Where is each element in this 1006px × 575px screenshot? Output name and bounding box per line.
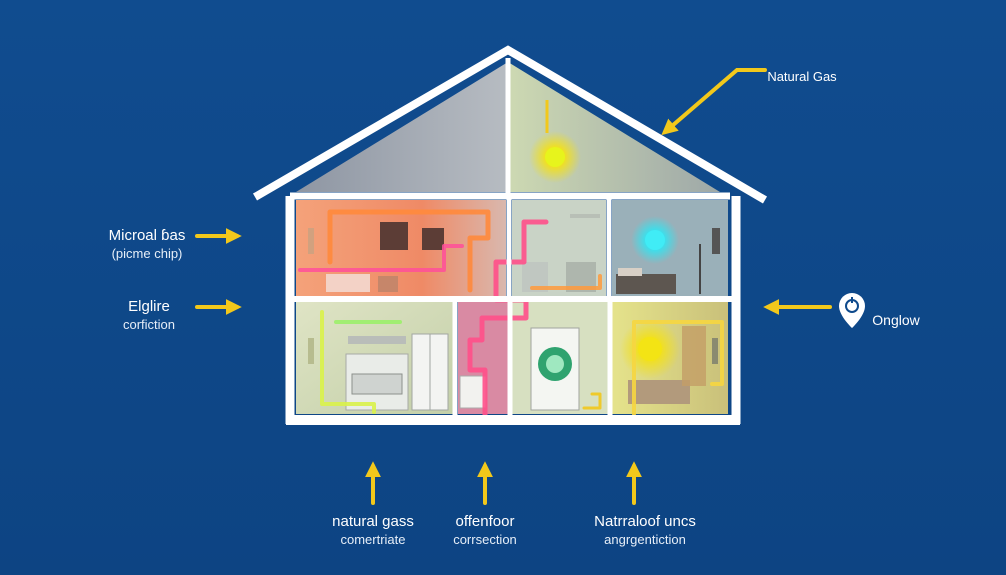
label-bottom-center: offenfoor corrsection: [420, 513, 550, 548]
label-left-upper-line2: (picme chip): [111, 245, 183, 261]
label-natural-gas: Natural Gas: [752, 69, 852, 85]
kitchen-bench: [326, 274, 370, 292]
wall-art-2: [422, 228, 444, 250]
callout-arrows: [195, 68, 832, 505]
wall-art-1: [380, 222, 408, 250]
bedroom-light: [645, 230, 665, 250]
wall-panel: [308, 228, 314, 254]
gas-line-kitchen-top: [327, 209, 491, 293]
label-bottom-right: Natrraloof uncs angrgentiction: [570, 513, 720, 548]
arrow-top-right: [661, 68, 767, 136]
wall-panel-2: [308, 338, 314, 364]
bath-shelf: [570, 214, 600, 218]
attic-light: [545, 147, 565, 167]
washer-glass: [546, 355, 564, 373]
sofa: [628, 380, 690, 404]
gas-line-orange-right: [530, 274, 602, 290]
gas-line-pink-left: [298, 244, 464, 272]
kitchen-crate: [378, 276, 398, 292]
wall-panel-3: [712, 338, 718, 364]
location-pin-icon: [839, 293, 865, 328]
label-bottom-left-line1: natural gass: [332, 513, 414, 530]
label-bottom-left-line2: comertriate: [340, 531, 406, 547]
label-bottom-right-line1: Natrraloof uncs: [594, 513, 696, 530]
attic-left: [296, 62, 508, 192]
gas-lines: [298, 209, 724, 418]
label-bottom-right-line2: angrgentiction: [604, 531, 686, 547]
small-appliance: [459, 375, 487, 409]
label-natural-gas-text: Natural Gas: [767, 69, 837, 84]
label-left-lower-line1: Elglire: [128, 298, 170, 315]
wall-speaker: [712, 228, 720, 254]
label-right-mid-text: Onglow: [872, 312, 920, 328]
attic: [296, 62, 720, 192]
roof-outline: [252, 45, 768, 204]
gas-line-riser: [467, 219, 549, 418]
house-frame: [252, 45, 768, 425]
gas-line-laundry: [582, 392, 602, 410]
label-bottom-center-line2: corrsection: [453, 531, 517, 547]
curtain: [682, 326, 706, 386]
label-left-lower-line2: corfiction: [122, 316, 176, 332]
gas-line-yellow-left: [320, 310, 376, 414]
label-right-mid: Onglow: [862, 312, 930, 330]
living-light: [638, 337, 662, 361]
plug-icon: [845, 297, 859, 313]
bed-pillow: [618, 268, 642, 276]
label-left-upper: Microal ɓas (picme chip): [92, 227, 202, 262]
label-bottom-left: natural gass comertriate: [303, 513, 443, 548]
gas-line-living: [632, 320, 724, 416]
label-left-upper-line1: Microal ɓas: [108, 227, 186, 244]
label-left-lower: Elglire corfiction: [104, 298, 194, 333]
bed: [616, 274, 676, 294]
label-bottom-center-line1: offenfoor: [455, 513, 515, 530]
stove-oven: [351, 373, 403, 395]
stove-hood: [348, 336, 406, 344]
